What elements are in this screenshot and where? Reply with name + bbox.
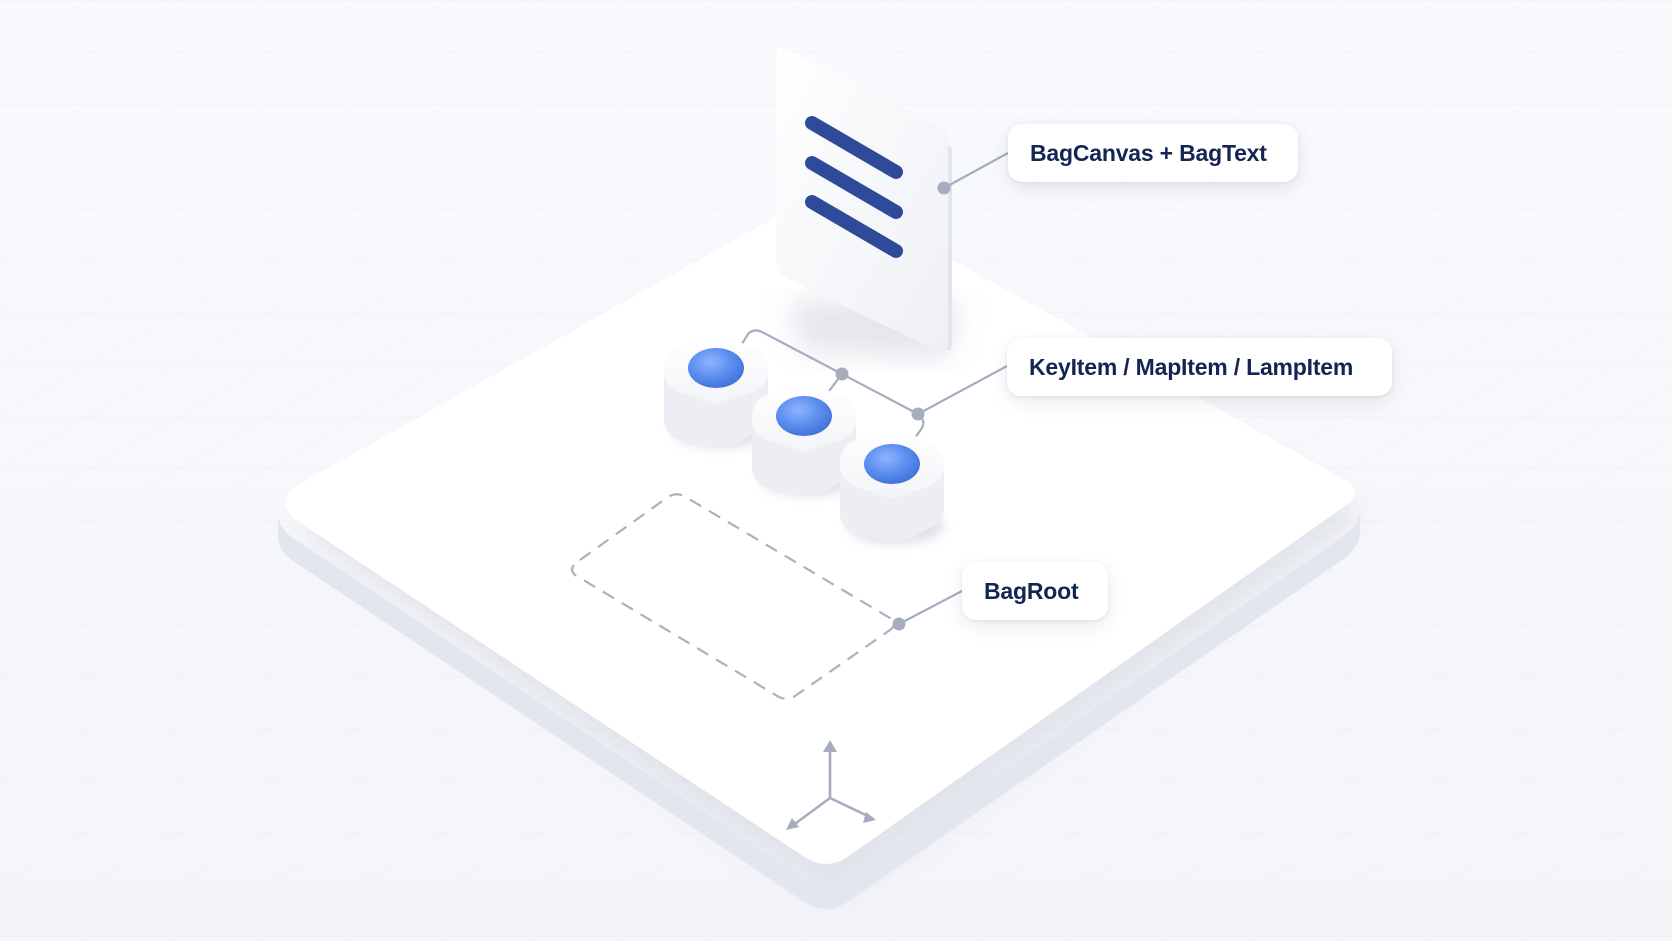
items-label: KeyItem / MapItem / LampItem: [1029, 353, 1354, 380]
sphere-block-icon: [864, 444, 920, 484]
sphere-block-icon: [776, 396, 832, 436]
bagroot-dashed-outline: [570, 493, 896, 700]
items-junction-dot: [835, 367, 849, 381]
bagcanvas-label: BagCanvas + BagText: [1030, 139, 1267, 166]
bagroot-label-card: BagRoot: [962, 562, 1108, 620]
item-block-key: [664, 334, 768, 449]
items-connector-dot: [911, 407, 925, 421]
item-block-lamp: [840, 428, 944, 544]
bagcanvas-connector: [937, 152, 1009, 195]
bagcanvas-label-card: BagCanvas + BagText: [1008, 124, 1298, 182]
xyz-axis-gizmo-icon: [786, 740, 876, 830]
item-block-map: [752, 382, 856, 497]
items-label-card: KeyItem / MapItem / LampItem: [1007, 338, 1392, 396]
document-lines-icon: [805, 116, 903, 258]
bagroot-connector: [892, 590, 963, 631]
sphere-block-icon: [688, 348, 744, 388]
bagroot-label: BagRoot: [984, 577, 1079, 604]
